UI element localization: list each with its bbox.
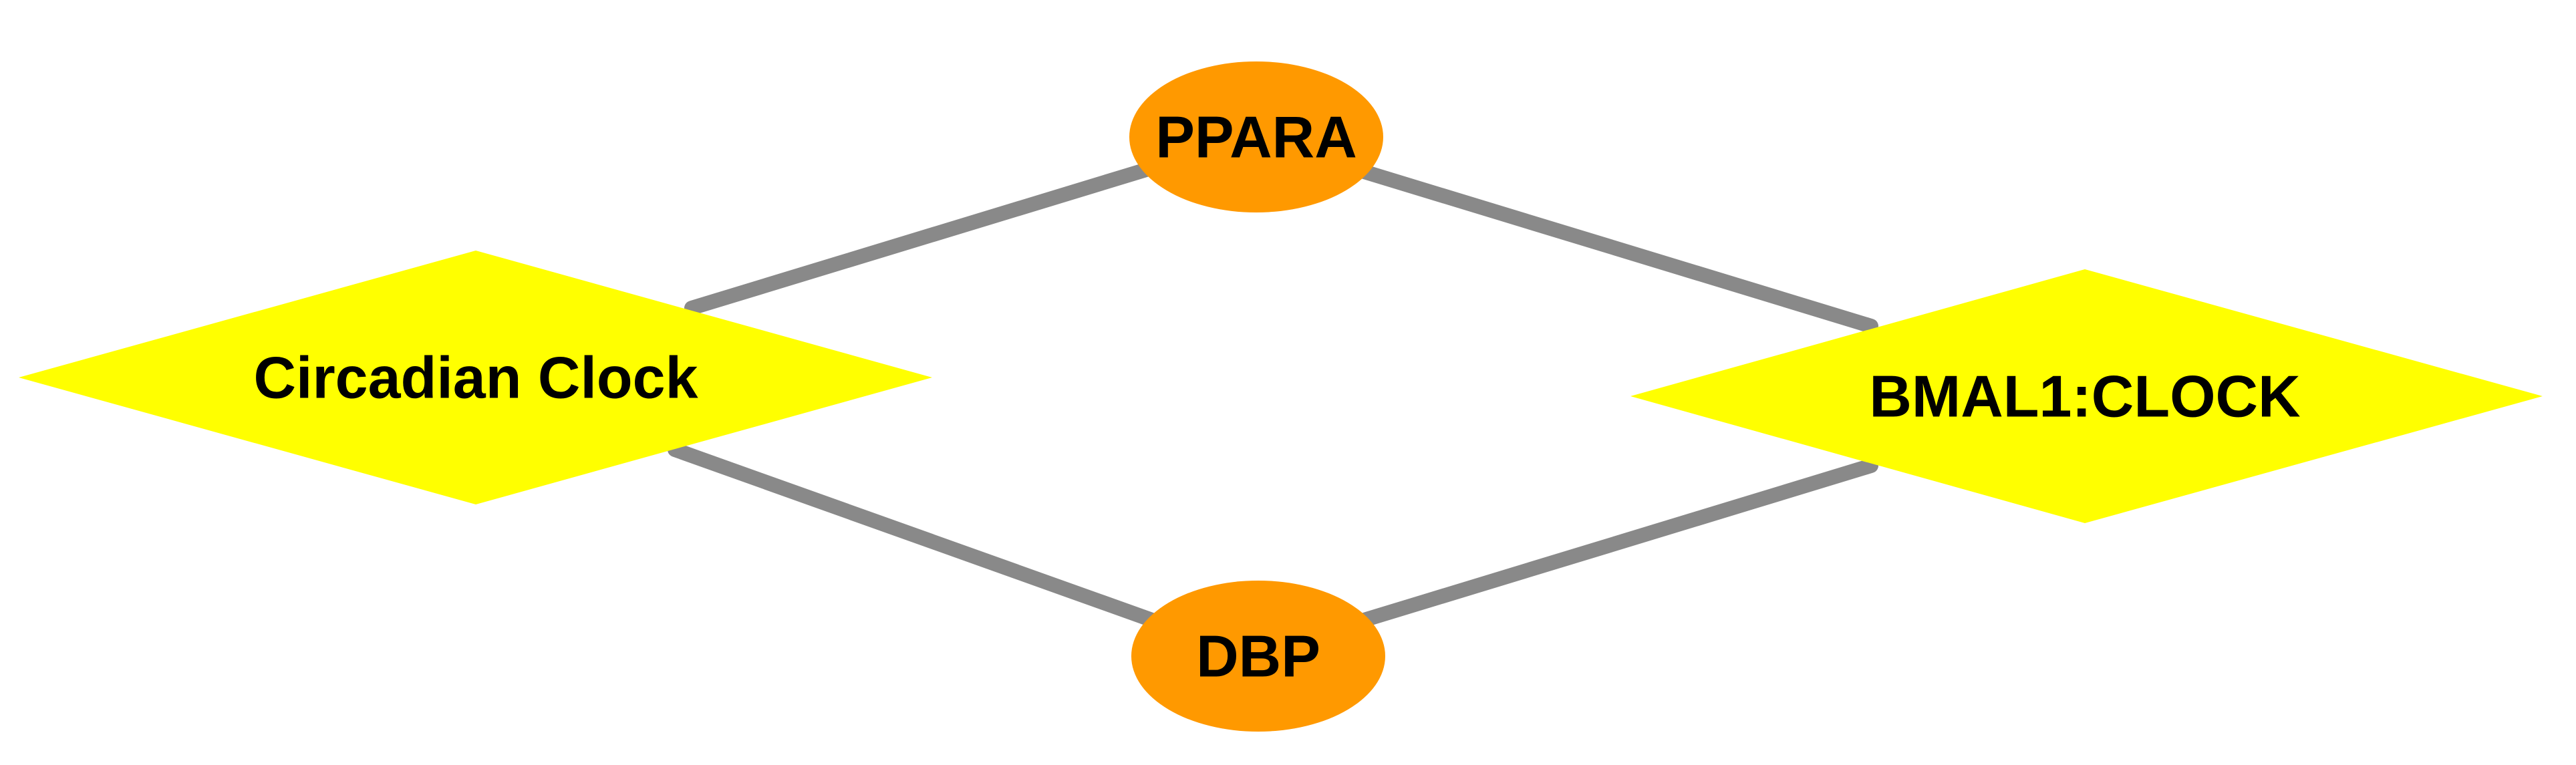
node-ppara-shape: [1129, 61, 1383, 212]
node-ppara-label: PPARA: [1155, 104, 1357, 170]
node-circadian-clock-label: Circadian Clock: [253, 345, 698, 411]
edge-dbp-bmal1-clock: [1352, 458, 1878, 629]
node-dbp[interactable]: DBP: [1131, 581, 1385, 732]
node-dbp-label: DBP: [1196, 623, 1320, 690]
node-circadian-clock[interactable]: Circadian Clock: [19, 251, 932, 504]
node-bmal1-clock-label: BMAL1:CLOCK: [1869, 363, 2300, 430]
edge-circadian-clock-dbp: [668, 442, 1167, 630]
node-dbp-shape: [1131, 581, 1385, 732]
node-ppara[interactable]: PPARA: [1129, 61, 1383, 212]
edge-circadian-clock-ppara: [684, 158, 1167, 315]
edges: [668, 158, 1878, 630]
node-bmal1-clock-shape: [1630, 269, 2543, 523]
node-circadian-clock-shape: [19, 251, 932, 504]
edge-ppara-bmal1-clock: [1352, 163, 1878, 333]
node-bmal1-clock[interactable]: BMAL1:CLOCK: [1630, 269, 2543, 523]
